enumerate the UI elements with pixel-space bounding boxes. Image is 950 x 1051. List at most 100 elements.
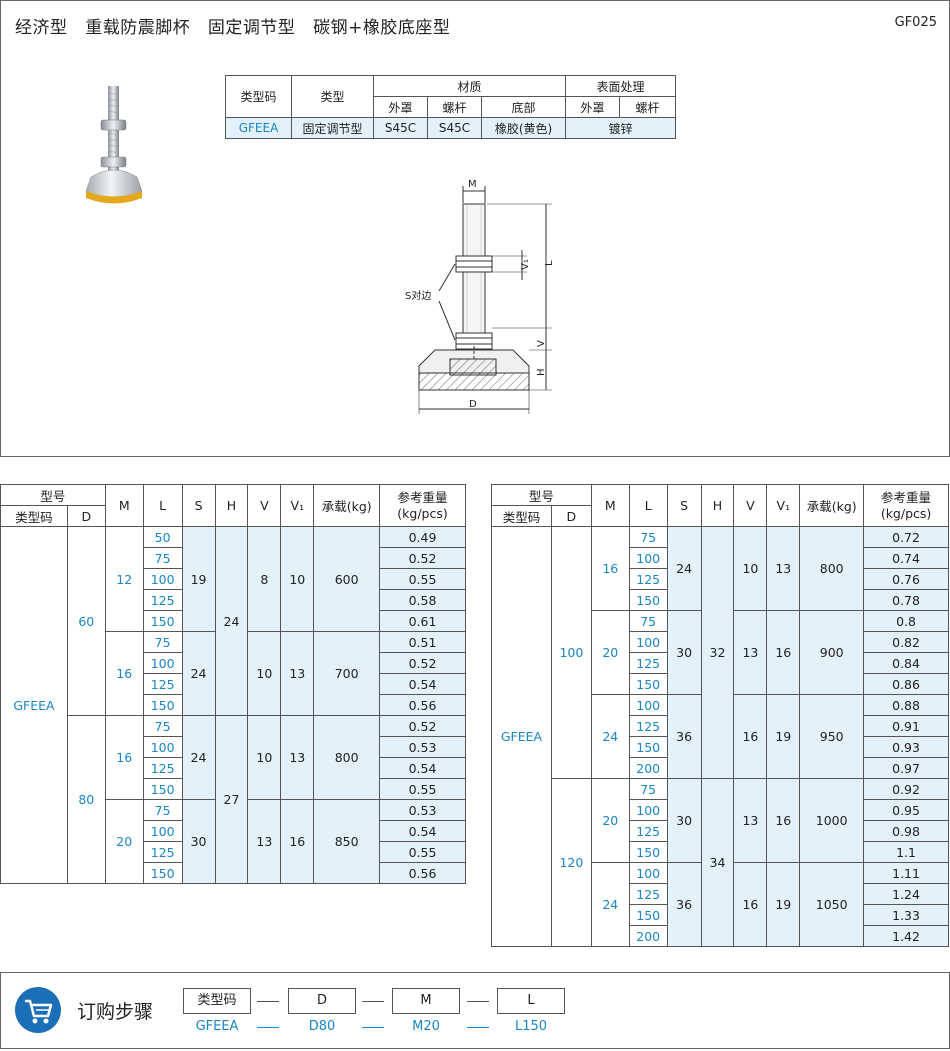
l-cell: 75 [142, 547, 183, 569]
weight-cell: 1.1 [863, 841, 949, 863]
order-box-l: L [497, 988, 565, 1014]
order-dash [362, 1027, 384, 1028]
header-h: H [214, 484, 249, 527]
weight-cell: 0.86 [863, 673, 949, 695]
header-v1: V₁ [280, 484, 315, 527]
value-typecode: GFEEA [225, 117, 292, 139]
l-cell: 75 [628, 778, 668, 800]
l-cell: 75 [142, 715, 183, 737]
weight-cell: 0.92 [863, 778, 949, 800]
s-cell: 24 [181, 715, 216, 800]
load-cell: 800 [313, 715, 381, 800]
technical-drawing: M L V₁ S对边 V H D [405, 179, 555, 414]
v-cell: 13 [733, 610, 768, 695]
header-s: S [181, 484, 216, 527]
l-cell: 100 [628, 862, 668, 884]
load-cell: 600 [313, 526, 381, 632]
header-cover: 外罩 [373, 96, 428, 118]
weight-cell: 0.55 [379, 568, 466, 590]
weight-cell: 0.51 [379, 631, 466, 653]
weight-cell: 0.97 [863, 757, 949, 779]
load-cell: 1000 [799, 778, 865, 863]
cart-icon [15, 987, 61, 1033]
header-l: L [628, 484, 668, 527]
l-cell: 150 [142, 778, 183, 800]
order-box-typecode: 类型码 [183, 988, 251, 1014]
order-dash [362, 1001, 384, 1002]
weight-cell: 0.74 [863, 547, 949, 569]
d-cell: 60 [66, 526, 106, 716]
header-screw-surface: 螺杆 [619, 96, 676, 118]
header-base: 底部 [481, 96, 566, 118]
l-cell: 100 [628, 694, 668, 716]
load-cell: 1050 [799, 862, 865, 947]
s-cell: 24 [181, 631, 216, 716]
v-cell: 16 [733, 862, 768, 947]
order-box-m: M [392, 988, 460, 1014]
s-cell: 24 [666, 526, 702, 611]
dim-s-label: S对边 [405, 289, 431, 302]
order-dash [257, 1027, 279, 1028]
header-v: V [247, 484, 282, 527]
table-row: 150 1.1 [492, 841, 949, 863]
m-cell: 20 [104, 799, 144, 884]
v-cell: 13 [247, 799, 282, 884]
product-header-panel: 经济型 重载防震脚杯 固定调节型 碳钢+橡胶底座型 GF025 类型码 类型 [0, 0, 950, 457]
m-cell: 16 [590, 526, 630, 611]
product-image [85, 86, 143, 204]
l-cell: 150 [628, 841, 668, 863]
l-cell: 125 [628, 715, 668, 737]
header-l: L [142, 484, 183, 527]
header-typecode: 类型码 [0, 505, 68, 527]
v-cell: 10 [733, 526, 768, 611]
v-cell: 8 [247, 526, 282, 632]
h-cell: 34 [700, 778, 735, 947]
l-cell: 75 [142, 799, 183, 821]
h-cell: 27 [214, 715, 249, 884]
order-value-l: L150 [514, 1019, 548, 1034]
l-cell: 125 [142, 841, 183, 863]
l-cell: 150 [628, 589, 668, 611]
weight-cell: 0.58 [379, 589, 466, 611]
weight-cell: 0.55 [379, 841, 466, 863]
m-cell: 24 [590, 694, 630, 779]
l-cell: 150 [142, 694, 183, 716]
header-model: 型号 [491, 484, 592, 506]
l-cell: 200 [628, 757, 668, 779]
h-cell: 24 [214, 526, 249, 716]
dim-m-label: M [468, 179, 477, 190]
header-model: 型号 [0, 484, 106, 506]
weight-cell: 0.55 [379, 778, 466, 800]
l-cell: 100 [628, 631, 668, 653]
v-cell: 13 [733, 778, 768, 863]
s-cell: 36 [666, 694, 702, 779]
weight-cell: 0.88 [863, 694, 949, 716]
l-cell: 100 [628, 547, 668, 569]
weight-cell: 0.54 [379, 757, 466, 779]
header-d: D [550, 505, 592, 527]
l-cell: 125 [628, 568, 668, 590]
l-cell: 150 [142, 862, 183, 884]
order-dash [467, 1027, 489, 1028]
l-cell: 150 [628, 904, 668, 926]
weight-cell: 0.72 [863, 526, 949, 548]
typecode-cell: GFEEA [0, 526, 68, 884]
v1-cell: 13 [280, 715, 315, 800]
header-s: S [666, 484, 702, 527]
d-cell: 120 [550, 778, 592, 947]
weight-cell: 0.93 [863, 736, 949, 758]
